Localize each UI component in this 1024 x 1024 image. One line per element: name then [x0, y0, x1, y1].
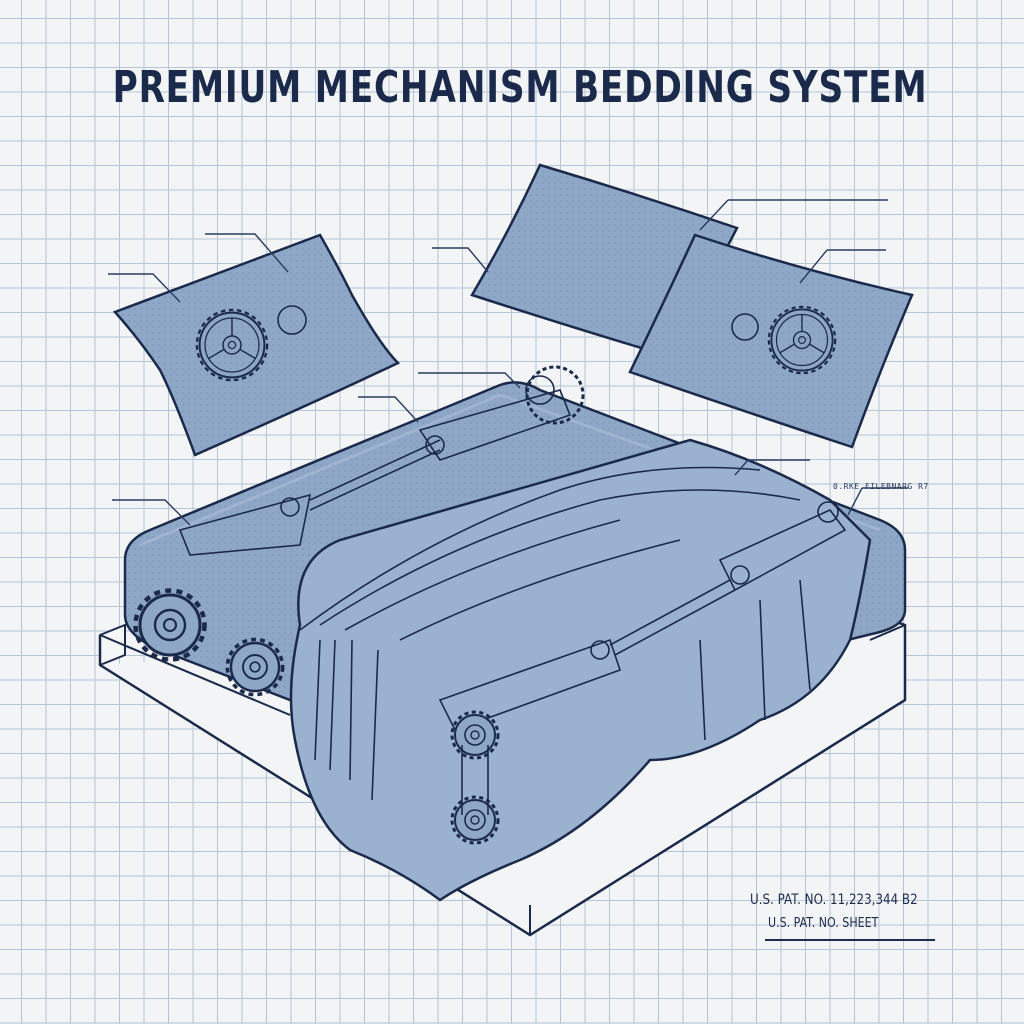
patent-underline	[765, 939, 935, 941]
left-pillow	[112, 233, 401, 457]
diagram-title: PREMIUM MECHANISM BEDDING SYSTEM	[112, 62, 928, 113]
patent-sheet: U.S. PAT. NO. SHEET	[768, 916, 879, 931]
linkage-mechanisms	[178, 365, 847, 845]
patent-number: U.S. PAT. NO. 11,223,344 B2	[750, 892, 918, 908]
leader-lines	[108, 199, 908, 526]
fitted-sheet	[289, 438, 872, 902]
callout-label: 0.RKE FILEBNARG R7	[833, 482, 929, 491]
right-pillow	[628, 233, 914, 449]
